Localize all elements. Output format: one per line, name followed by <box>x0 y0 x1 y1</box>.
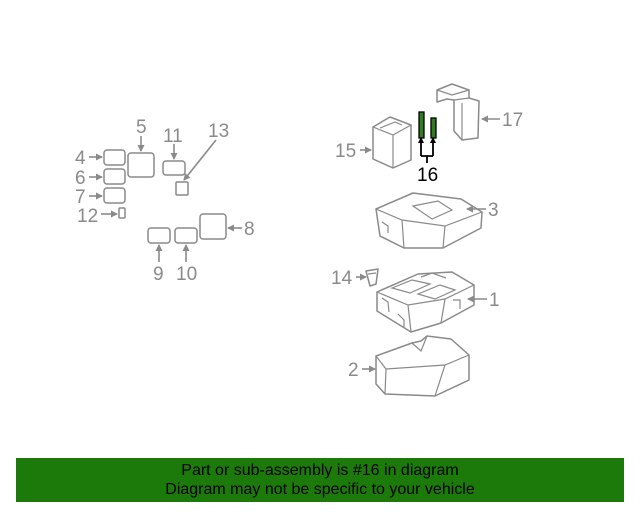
part-8-relay[interactable] <box>199 213 227 240</box>
part-1-fuse-box[interactable] <box>376 271 475 333</box>
callout-7: 7 <box>75 187 86 208</box>
leader-16 <box>420 143 434 163</box>
part-13-fuse[interactable] <box>175 181 189 196</box>
part-5-relay[interactable] <box>127 152 155 178</box>
callout-10: 10 <box>176 264 197 285</box>
part-7-relay[interactable] <box>103 187 126 204</box>
part-4-relay[interactable] <box>103 149 126 166</box>
callout-3: 3 <box>488 200 499 221</box>
leader-13 <box>183 139 217 181</box>
callout-11: 11 <box>163 126 183 147</box>
part-17-bracket[interactable] <box>436 83 480 141</box>
callout-1: 1 <box>489 290 500 311</box>
part-11-relay[interactable] <box>162 160 186 176</box>
part-2-lower-case[interactable] <box>375 335 470 397</box>
callout-17: 17 <box>502 110 523 131</box>
part-14-puller[interactable] <box>365 268 379 287</box>
part-10-relay[interactable] <box>174 227 198 244</box>
callout-2: 2 <box>348 360 359 381</box>
callout-12: 12 <box>77 206 98 227</box>
callout-15: 15 <box>335 141 356 162</box>
part-3-cover[interactable] <box>375 192 483 249</box>
callout-6: 6 <box>75 168 86 189</box>
banner-line-1: Part or sub-assembly is #16 in diagram <box>181 462 459 479</box>
callout-16: 16 <box>417 165 438 186</box>
callout-14: 14 <box>331 268 353 289</box>
callout-9: 9 <box>153 264 164 285</box>
part-12-fuse[interactable] <box>118 207 126 219</box>
part-9-relay[interactable] <box>147 227 171 244</box>
info-banner: Part or sub-assembly is #16 in diagram D… <box>16 458 624 502</box>
part-6-relay[interactable] <box>103 168 126 185</box>
callout-5: 5 <box>136 117 147 138</box>
callout-4: 4 <box>75 148 86 169</box>
callout-8: 8 <box>244 219 255 240</box>
banner-line-2: Diagram may not be specific to your vehi… <box>165 481 475 498</box>
part-16-fuses[interactable] <box>418 111 437 139</box>
callout-13: 13 <box>208 121 229 142</box>
part-15-module[interactable] <box>372 116 412 169</box>
